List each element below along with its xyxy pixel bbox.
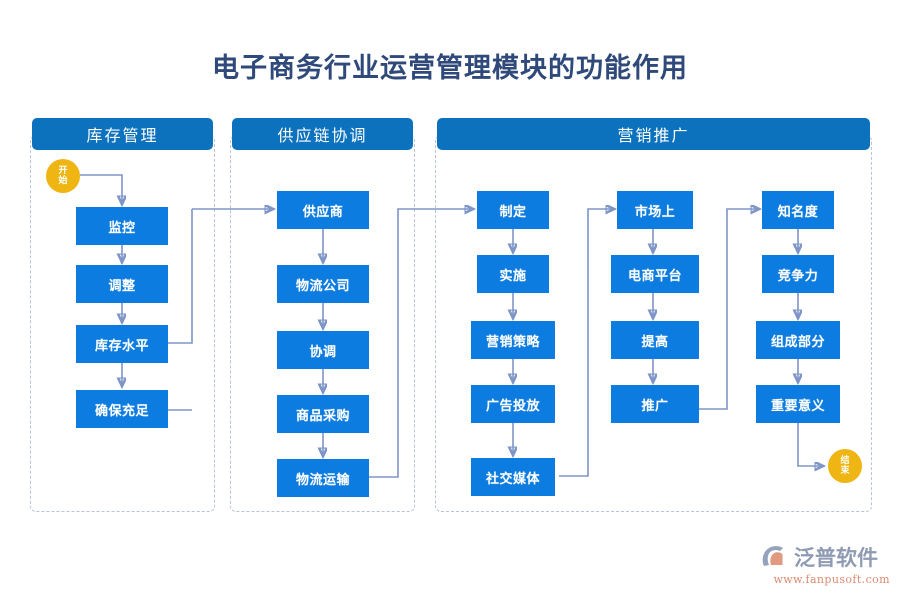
node-shangpincaigou[interactable]: 商品采购 — [277, 395, 369, 433]
node-label: 制定 — [499, 204, 527, 220]
node-wuliugongsi[interactable]: 物流公司 — [277, 265, 369, 303]
node-label: 商品采购 — [295, 408, 350, 424]
logo-row: 泛普软件 — [760, 542, 890, 572]
logo-url: www.fanpusoft.com — [773, 573, 890, 586]
node-zhiding[interactable]: 制定 — [477, 191, 549, 229]
terminator-end-line2: 束 — [840, 466, 850, 476]
node-label: 重要意义 — [770, 398, 825, 414]
node-label: 提高 — [641, 334, 669, 350]
node-label: 电商平台 — [627, 268, 682, 284]
node-xietiao[interactable]: 协调 — [277, 331, 369, 369]
node-label: 物流运输 — [295, 472, 350, 488]
panel-header-inventory: 库存管理 — [32, 118, 213, 150]
node-dianshangpingtai[interactable]: 电商平台 — [611, 255, 699, 293]
panel-header-marketing: 营销推广 — [437, 118, 870, 150]
node-label: 实施 — [499, 268, 527, 284]
node-label: 组成部分 — [770, 334, 825, 350]
node-shishi[interactable]: 实施 — [477, 255, 549, 293]
node-querbaochongzu[interactable]: 确保充足 — [76, 390, 168, 428]
node-kucunshuiping[interactable]: 库存水平 — [76, 325, 168, 363]
panel-header-label: 营销推广 — [617, 126, 690, 145]
terminator-end: 结 束 — [828, 449, 862, 483]
node-tigao[interactable]: 提高 — [611, 321, 699, 359]
node-tiaozheng[interactable]: 调整 — [76, 265, 168, 303]
node-shichangshang[interactable]: 市场上 — [617, 191, 693, 229]
node-label: 监控 — [108, 220, 136, 236]
node-label: 推广 — [641, 398, 669, 414]
node-label: 调整 — [108, 278, 136, 294]
terminator-start-line2: 始 — [58, 176, 68, 186]
node-tuiguang[interactable]: 推广 — [611, 385, 699, 423]
node-jiankong[interactable]: 监控 — [76, 207, 168, 245]
panel-header-label: 供应链协调 — [277, 126, 368, 145]
terminator-start: 开 始 — [46, 159, 80, 193]
node-label: 市场上 — [634, 204, 676, 220]
panel-header-supplychain: 供应链协调 — [232, 118, 413, 150]
node-label: 营销策略 — [485, 334, 540, 350]
node-label: 供应商 — [302, 204, 344, 220]
node-label: 社交媒体 — [485, 471, 540, 487]
node-zhimingdu[interactable]: 知名度 — [762, 191, 834, 229]
node-label: 确保充足 — [94, 403, 149, 419]
terminator-end-line1: 结 — [840, 456, 850, 466]
node-label: 物流公司 — [295, 278, 350, 294]
node-zhongyaoyiyi[interactable]: 重要意义 — [756, 385, 840, 423]
logo-name: 泛普软件 — [794, 546, 878, 570]
node-gongyingshang[interactable]: 供应商 — [277, 191, 369, 229]
node-guanggaotoufang[interactable]: 广告投放 — [471, 385, 555, 423]
terminator-start-line1: 开 — [58, 166, 68, 176]
node-label: 库存水平 — [94, 338, 149, 354]
node-label: 竞争力 — [777, 268, 819, 284]
brand-logo: 泛普软件 www.fanpusoft.com — [760, 542, 890, 588]
panel-header-label: 库存管理 — [86, 126, 159, 145]
node-label: 广告投放 — [485, 398, 540, 414]
node-shejiaomeiti[interactable]: 社交媒体 — [471, 458, 555, 496]
node-yingxiaocelue[interactable]: 营销策略 — [471, 321, 555, 359]
page-title: 电子商务行业运营管理模块的功能作用 — [212, 53, 688, 84]
node-label: 知名度 — [777, 204, 819, 220]
node-zuchengbufen[interactable]: 组成部分 — [756, 321, 840, 359]
node-label: 协调 — [309, 344, 337, 360]
fanpu-swoosh-icon — [762, 546, 783, 566]
node-wuliuyunshu[interactable]: 物流运输 — [277, 459, 369, 497]
node-jingzhengli[interactable]: 竞争力 — [762, 255, 834, 293]
